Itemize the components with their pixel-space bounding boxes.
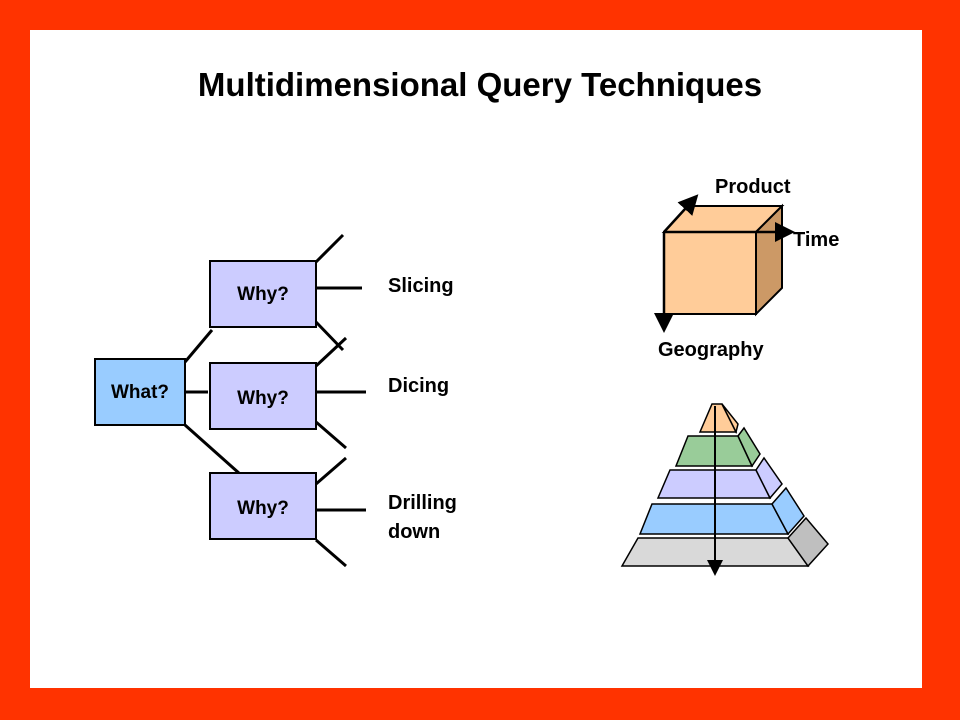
technique-drilling: Drilling: [388, 492, 457, 514]
pyramid-level-3-side: [755, 456, 783, 500]
axis-label-time: Time: [793, 229, 839, 251]
technique-down: down: [388, 521, 440, 543]
technique-dicing: Dicing: [388, 375, 449, 397]
connector-line: [314, 336, 348, 368]
pyramid-level-4-side: [771, 486, 805, 536]
cube-front-face: [663, 231, 757, 315]
query-tree: What? Why? Why? Why? Slicing Dicing Dril…: [94, 233, 457, 568]
pyramid-level-5-side: [787, 516, 829, 568]
connector-line: [315, 538, 347, 568]
connector-line: [184, 423, 241, 476]
axis-label-product: Product: [715, 176, 791, 198]
why-label: Why?: [237, 498, 289, 519]
connector-line: [314, 233, 345, 264]
pyramid-level-2-side: [737, 426, 761, 468]
pyramid-level-1-side: [721, 403, 739, 435]
why-label: Why?: [237, 388, 289, 409]
what-box: [94, 358, 186, 426]
product-axis-arrow: [663, 194, 699, 233]
data-cube: Product Time Geography: [654, 176, 839, 361]
connector-line: [315, 456, 347, 486]
technique-slicing: Slicing: [388, 275, 454, 297]
drilldown-pyramid: [620, 403, 829, 576]
why-box: [209, 260, 317, 328]
why-box: [209, 472, 317, 540]
why-label: Why?: [237, 284, 289, 305]
why-box: [209, 362, 317, 430]
connector-line: [183, 329, 214, 363]
page-title: Multidimensional Query Techniques: [198, 66, 762, 103]
what-label: What?: [111, 382, 169, 403]
connector-line: [315, 420, 347, 450]
axis-label-geography: Geography: [658, 339, 764, 361]
